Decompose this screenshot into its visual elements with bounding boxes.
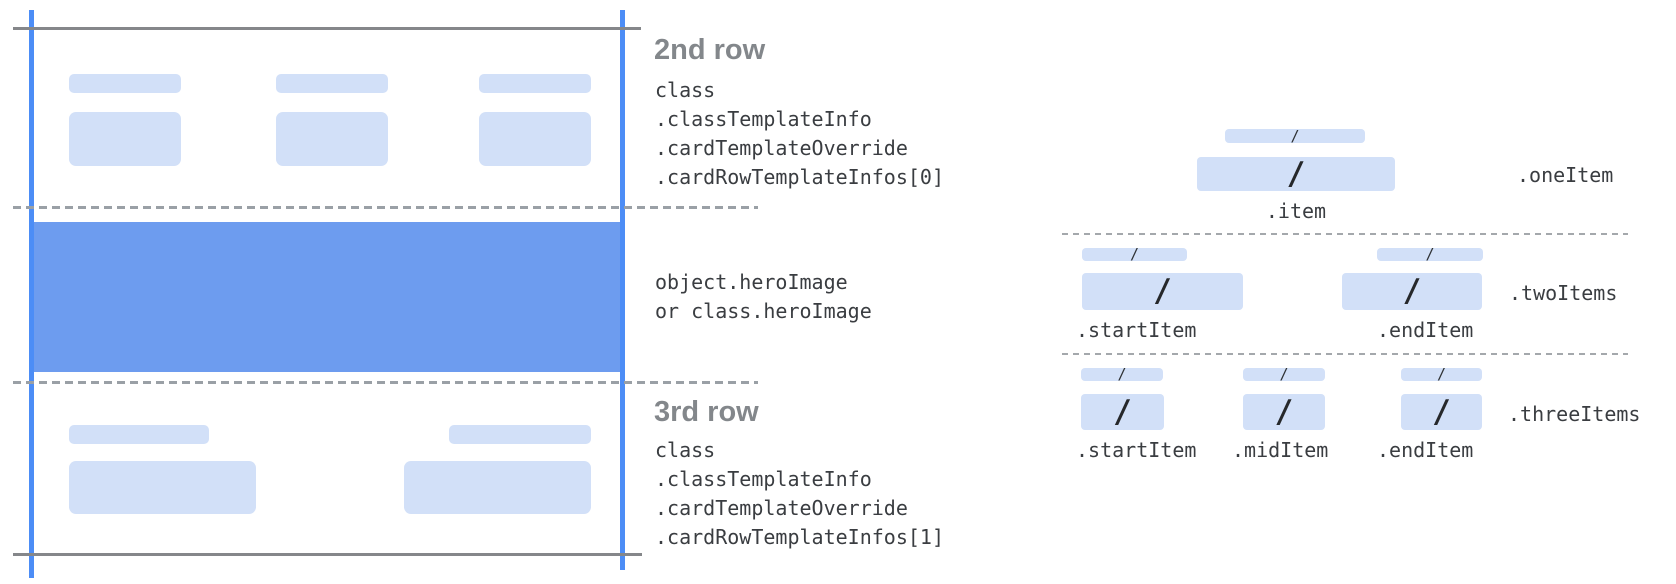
threeitems-mid-header-bar: /: [1243, 365, 1325, 383]
row2-col2-label-bar: [276, 74, 388, 93]
card-bottom-line: [13, 553, 642, 556]
row2-code-block: class .classTemplateInfo .cardTemplateOv…: [655, 76, 944, 192]
oneitem-row-label: .oneItem: [1517, 163, 1614, 187]
slash-glyph: /: [1279, 365, 1289, 383]
row2-col2-body-block: [276, 112, 388, 166]
slash-glyph: /: [1117, 365, 1127, 383]
slash-glyph: /: [1290, 126, 1300, 145]
slash-glyph: /: [1425, 245, 1435, 263]
row2-col1-label-bar: [69, 74, 181, 93]
row2-code-line: .cardRowTemplateInfos[0]: [655, 165, 944, 189]
hero-row3-divider-dashed: [13, 381, 758, 384]
twoitems-start-label: .startItem: [1076, 318, 1197, 342]
threeitems-end-header-bar: /: [1401, 365, 1482, 383]
row3-start-label-bar: [69, 425, 209, 444]
hero-image-band: [34, 222, 620, 372]
row3-end-body-block: [404, 461, 591, 514]
row3-code-line: .classTemplateInfo: [655, 467, 872, 491]
slash-glyph: /: [1436, 365, 1447, 383]
hero-code-line: object.heroImage: [655, 270, 848, 294]
threeitems-end-value-bar: /: [1401, 394, 1482, 430]
row2-col3-label-bar: [479, 74, 591, 93]
hero-code-block: object.heroImage or class.heroImage: [655, 268, 872, 326]
items-divider-dashed: [1062, 233, 1628, 235]
slash-glyph: /: [1402, 273, 1422, 309]
row3-heading: 3rd row: [654, 396, 759, 428]
slash-glyph: /: [1286, 155, 1306, 192]
row2-heading: 2nd row: [654, 34, 766, 66]
twoitems-end-value-bar: /: [1342, 273, 1482, 310]
threeitems-start-header-bar: /: [1081, 365, 1163, 383]
slash-glyph: /: [1113, 393, 1132, 430]
oneitem-item-value-bar: /: [1197, 157, 1395, 191]
threeitems-row-label: .threeItems: [1508, 402, 1641, 426]
twoitems-end-header-bar: /: [1377, 245, 1483, 263]
slash-glyph: /: [1129, 245, 1140, 263]
row3-end-label-bar: [449, 425, 591, 444]
threeitems-start-value-bar: /: [1081, 394, 1164, 430]
row2-col3-body-block: [479, 112, 591, 166]
row3-start-body-block: [69, 461, 256, 514]
twoitems-start-header-bar: /: [1082, 245, 1187, 263]
row2-code-line: .cardTemplateOverride: [655, 136, 908, 160]
row3-code-line: .cardRowTemplateInfos[1]: [655, 525, 944, 549]
card-top-line: [13, 27, 641, 30]
slash-glyph: /: [1432, 393, 1451, 430]
row3-code-block: class .classTemplateInfo .cardTemplateOv…: [655, 436, 944, 552]
row2-col1-body-block: [69, 112, 181, 166]
twoitems-row-label: .twoItems: [1509, 281, 1618, 305]
slash-glyph: /: [1153, 273, 1172, 309]
row2-hero-divider-dashed: [13, 206, 758, 209]
slash-glyph: /: [1274, 393, 1294, 430]
row3-code-line: class: [655, 438, 716, 462]
card-left-edge-line: [29, 10, 34, 578]
card-right-edge-line: [620, 10, 625, 570]
row3-code-line: .cardTemplateOverride: [655, 496, 908, 520]
threeitems-mid-label: .midItem: [1232, 438, 1329, 462]
row2-code-line: class: [655, 78, 716, 102]
twoitems-end-label: .endItem: [1377, 318, 1474, 342]
oneitem-item-header-bar: /: [1225, 126, 1365, 145]
oneitem-item-label: .item: [1265, 199, 1327, 223]
threeitems-end-label: .endItem: [1377, 438, 1474, 462]
twoitems-start-value-bar: /: [1082, 273, 1243, 310]
row2-code-line: .classTemplateInfo: [655, 107, 872, 131]
items-divider-dashed: [1062, 353, 1628, 355]
hero-code-line: or class.heroImage: [655, 299, 872, 323]
threeitems-mid-value-bar: /: [1243, 394, 1325, 430]
threeitems-start-label: .startItem: [1076, 438, 1197, 462]
